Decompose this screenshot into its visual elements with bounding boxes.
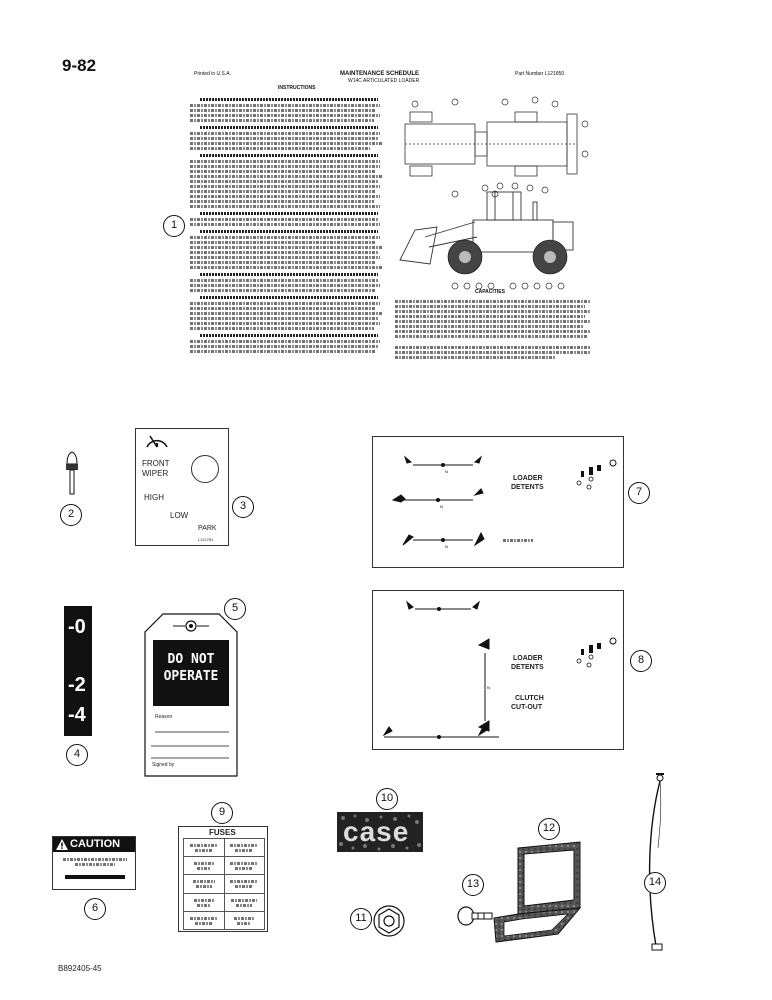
gauge-mark-0: -0 — [68, 616, 86, 638]
wiper-title-line2: WIPER — [142, 469, 169, 478]
schedule-printed-in: Printed in U.S.A. — [194, 71, 231, 77]
wiper-high-label: HIGH — [144, 493, 164, 502]
tag-line1: DO NOT — [167, 652, 215, 667]
wiper-icon — [146, 435, 168, 448]
loader-detents-decal-7: N N N LOADER DETENTS — [372, 436, 624, 568]
schedule-part-number: Part Number L121850 — [515, 71, 565, 77]
clutch-cutout-title-8a: CLUTCH — [515, 695, 544, 702]
schedule-title: MAINTENANCE SCHEDULE — [340, 71, 420, 77]
callout-10: 10 — [376, 788, 398, 810]
figure-code: B892405-45 — [58, 964, 102, 973]
schedule-subtitle: W14C ARTICULATED LOADER — [348, 78, 420, 84]
detent-n-label-7b: N — [440, 504, 443, 509]
page-number: 9-82 — [62, 56, 97, 75]
callout-4: 4 — [66, 744, 88, 766]
callout-7: 7 — [628, 482, 650, 504]
callout-14: 14 — [644, 872, 666, 894]
loader-detents-decal-8: N LOADER DETENTS CLUTCH CUT-OUT — [372, 590, 624, 750]
capacities-list — [395, 298, 595, 361]
warning-triangle-icon — [56, 839, 68, 850]
callout-12: 12 — [538, 818, 560, 840]
lanyard-cable-drawing — [648, 773, 664, 951]
caution-decal: CAUTION — [52, 836, 136, 890]
loader-detents-title-8a: LOADER — [513, 655, 543, 662]
callout-11: 11 — [350, 908, 372, 930]
schedule-instructions-heading: INSTRUCTIONS — [278, 85, 316, 91]
callout-5: 5 — [224, 598, 246, 620]
schedule-text-column — [190, 94, 388, 355]
control-positions-icon-8 — [576, 637, 617, 668]
pin-part-drawing — [66, 451, 78, 495]
clutch-cutout-title-8b: CUT-OUT — [511, 704, 543, 711]
flange-nut-drawing — [373, 905, 405, 937]
fuses-decal: FUSES — [178, 826, 268, 932]
schedule-capacities-heading: CAPACITIES — [475, 289, 505, 295]
gauge-mark-2: -2 — [68, 674, 86, 696]
callout-9: 9 — [211, 802, 233, 824]
loader-detents-title-7b: DETENTS — [511, 484, 544, 491]
wiper-title-line1: FRONT — [142, 459, 170, 468]
caution-header: CAUTION — [53, 837, 135, 852]
case-logo-decal: case — [337, 812, 423, 852]
push-fastener-drawing — [457, 906, 493, 926]
caution-body-text — [63, 856, 127, 868]
detent-lever-diagram-7: N N N — [391, 455, 485, 549]
callout-1: 1 — [163, 215, 185, 237]
detent-lever-diagram-8 — [382, 600, 499, 739]
fuses-grid — [183, 838, 265, 930]
tag-reason-label: Reason — [155, 714, 173, 720]
case-logo-text: case — [343, 816, 410, 847]
wiper-part-number: L112761 — [198, 537, 214, 542]
loader-detents-title-8b: DETENTS — [511, 664, 544, 671]
callout-6: 6 — [84, 898, 106, 920]
case-logo-texture — [339, 814, 421, 851]
gauge-mark-4: -4 — [68, 704, 86, 726]
caution-title: CAUTION — [70, 838, 121, 850]
detent-n-label-7c: N — [445, 544, 448, 549]
caution-bar — [65, 875, 125, 879]
callout-3: 3 — [232, 496, 254, 518]
control-positions-icon-7 — [576, 459, 617, 490]
loader-detents-title-7a: LOADER — [513, 475, 543, 482]
tag-warning-box: DO NOT OPERATE — [153, 640, 229, 706]
detent-decal-small-print-7 — [503, 537, 613, 544]
detent-n-label-7a: N — [445, 469, 448, 474]
callout-8: 8 — [630, 650, 652, 672]
wiper-switch-knob — [191, 455, 219, 483]
loader-top-view-drawing — [404, 96, 589, 198]
clutch-n-label: N — [487, 685, 490, 690]
callout-13: 13 — [462, 874, 484, 896]
clutch-lever-diagram-8: N — [477, 638, 490, 732]
wiper-low-label: LOW — [170, 511, 189, 520]
maintenance-schedule-sheet: Printed in U.S.A. MAINTENANCE SCHEDULE W… — [190, 64, 600, 386]
gauge-decal: -0 -2 -4 — [64, 606, 92, 736]
callout-2: 2 — [60, 504, 82, 526]
front-wiper-decal: FRONT WIPER HIGH LOW PARK L112761 — [135, 428, 229, 546]
storage-box-drawing — [493, 841, 582, 943]
wiper-park-label: PARK — [198, 525, 217, 532]
tag-signed-label: Signed by — [152, 762, 175, 768]
loader-side-view-drawing — [399, 182, 574, 290]
fuses-title: FUSES — [209, 828, 236, 837]
tag-line2: OPERATE — [163, 669, 219, 684]
